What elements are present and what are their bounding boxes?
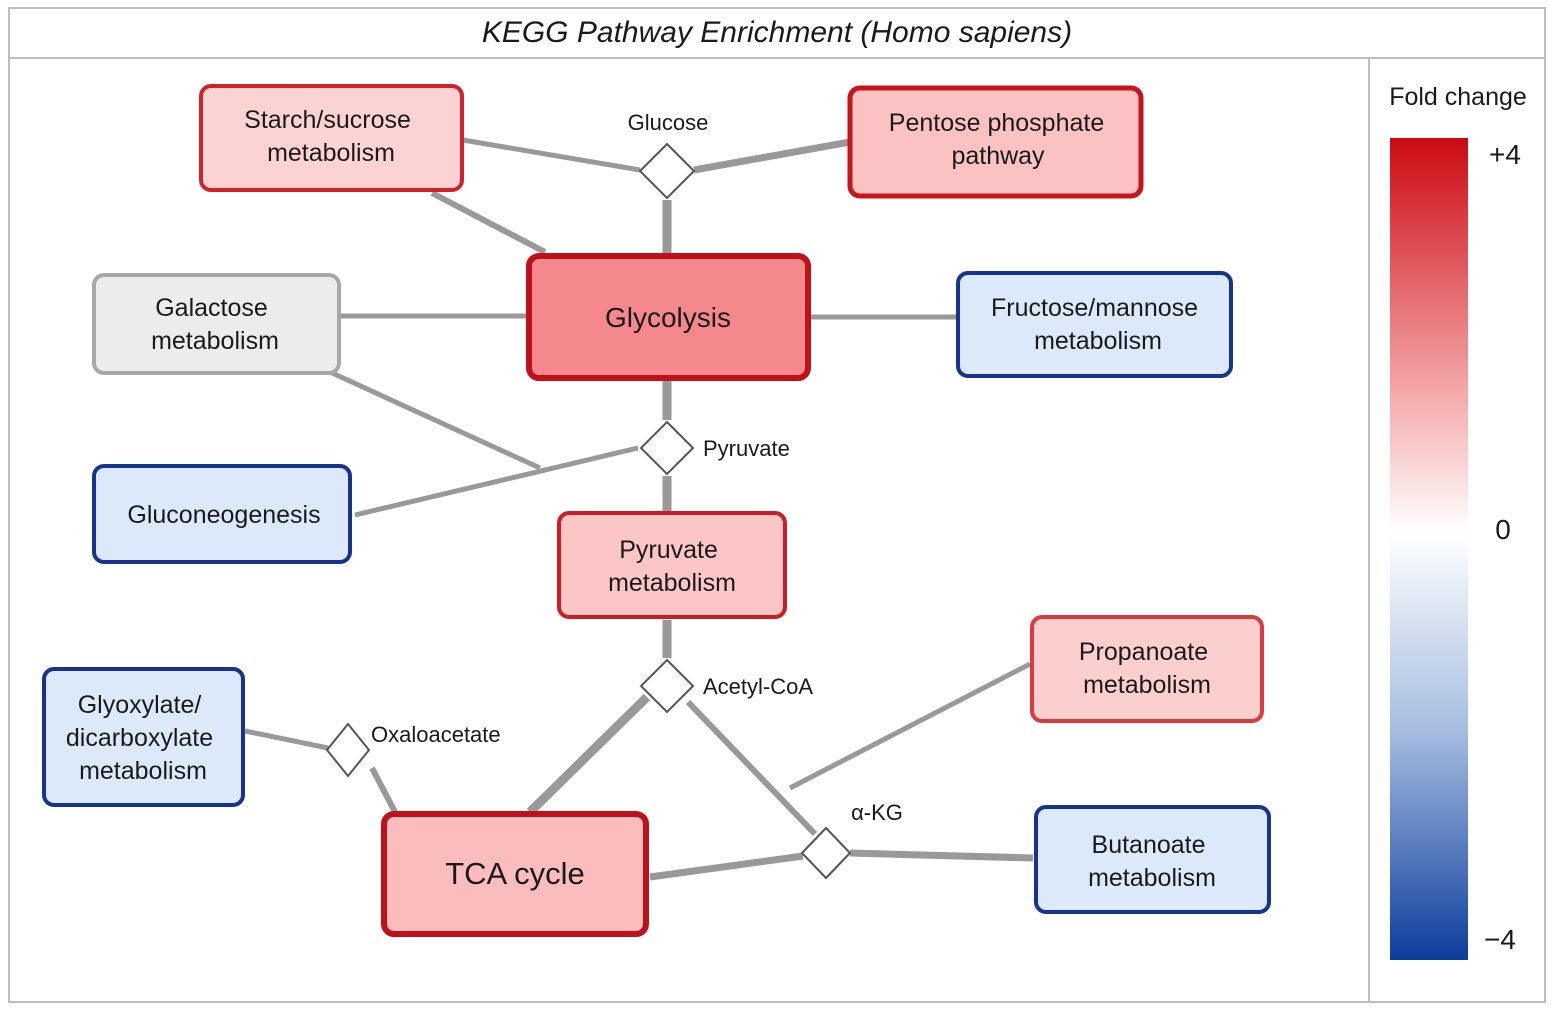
fold-change-legend: Fold change +4 0 −4 [1389, 83, 1527, 960]
edge-glyoxylate-oxaloacetate [244, 728, 329, 751]
legend-min-label: −4 [1484, 924, 1516, 955]
pathway-label: Starch/sucrose metabolism [244, 106, 418, 167]
pathway-node-starch[interactable]: Starch/sucrose metabolism [199, 84, 464, 192]
legend-mid-label: 0 [1495, 514, 1511, 545]
metabolite-label: Glucose [628, 110, 709, 135]
metabolite-acetyl-coa[interactable]: Acetyl-CoA [639, 658, 813, 714]
pathway-node-tca-cycle[interactable]: TCA cycle [381, 811, 649, 937]
diamond-icon [638, 142, 696, 200]
metabolite-glucose[interactable]: Glucose [628, 110, 709, 200]
metabolite-label: Oxaloacetate [371, 722, 501, 747]
edge-propanoate-junction [788, 661, 1032, 791]
legend-colorbar [1390, 138, 1468, 960]
pathway-label: Gluconeogenesis [127, 501, 320, 529]
edge-akg-butanoate [849, 849, 1034, 862]
diamond-icon [639, 658, 695, 714]
pathway-nodes: Starch/sucrose metabolism Pentose phosph… [42, 84, 1271, 937]
edges [244, 137, 1034, 881]
pathway-label: Pyruvate metabolism [608, 536, 736, 597]
pathway-label: Pentose phosphate pathway [889, 109, 1111, 170]
pathway-label: Propanoate metabolism [1079, 638, 1215, 699]
pathway-label: Galactose metabolism [151, 294, 279, 355]
pathway-label: Fructose/mannose metabolism [991, 294, 1205, 355]
figure-title: KEGG Pathway Enrichment (Homo sapiens) [10, 9, 1544, 59]
diamond-icon [325, 722, 371, 778]
metabolite-label: Acetyl-CoA [703, 674, 813, 699]
metabolite-nodes: Glucose Pyruvate Acetyl-CoA Oxaloacetate… [325, 110, 903, 880]
pathway-node-gluconeogenesis[interactable]: Gluconeogenesis [92, 464, 352, 564]
pathway-label: Glycolysis [605, 302, 731, 333]
diamond-icon [800, 826, 852, 880]
metabolite-label: Pyruvate [703, 436, 790, 461]
metabolite-label: α-KG [851, 800, 903, 825]
legend-divider [1368, 59, 1370, 1003]
pathway-label: TCA cycle [445, 856, 585, 891]
legend-title: Fold change [1389, 83, 1527, 111]
pathway-node-pyruvate-metabolism[interactable]: Pyruvate metabolism [557, 511, 787, 619]
edge-acetylcoa-tca [526, 693, 651, 816]
edge-oxaloacetate-tca [369, 766, 398, 814]
metabolite-alpha-kg[interactable]: α-KG [800, 800, 903, 880]
edge-galactose-junction [328, 369, 542, 471]
pathway-node-pentose[interactable]: Pentose phosphate pathway [847, 85, 1144, 199]
pathway-node-butanoate[interactable]: Butanoate metabolism [1034, 805, 1271, 914]
legend-max-label: +4 [1489, 139, 1521, 170]
pathway-node-glyoxylate[interactable]: Glyoxylate/ dicarboxylate metabolism [42, 667, 245, 807]
edge-acetylcoa-akg [685, 699, 818, 837]
pathway-node-fructose[interactable]: Fructose/mannose metabolism [956, 271, 1233, 378]
pathway-node-propanoate[interactable]: Propanoate metabolism [1030, 615, 1264, 723]
metabolite-oxaloacetate[interactable]: Oxaloacetate [325, 722, 501, 778]
edge-starch-glucose [462, 137, 641, 173]
pathway-label: Butanoate metabolism [1088, 831, 1216, 892]
diamond-icon [639, 420, 695, 476]
edge-tca-akg [649, 852, 804, 881]
pathway-node-galactose[interactable]: Galactose metabolism [92, 273, 341, 375]
pathway-label: Glyoxylate/ dicarboxylate metabolism [66, 691, 220, 785]
metabolite-pyruvate[interactable]: Pyruvate [639, 420, 790, 476]
pathway-node-glycolysis[interactable]: Glycolysis [526, 253, 811, 381]
edge-gluconeo-pyruvate [354, 445, 639, 518]
edge-starch-glycolysis [430, 190, 547, 255]
edge-glucose-pentose [693, 138, 851, 174]
